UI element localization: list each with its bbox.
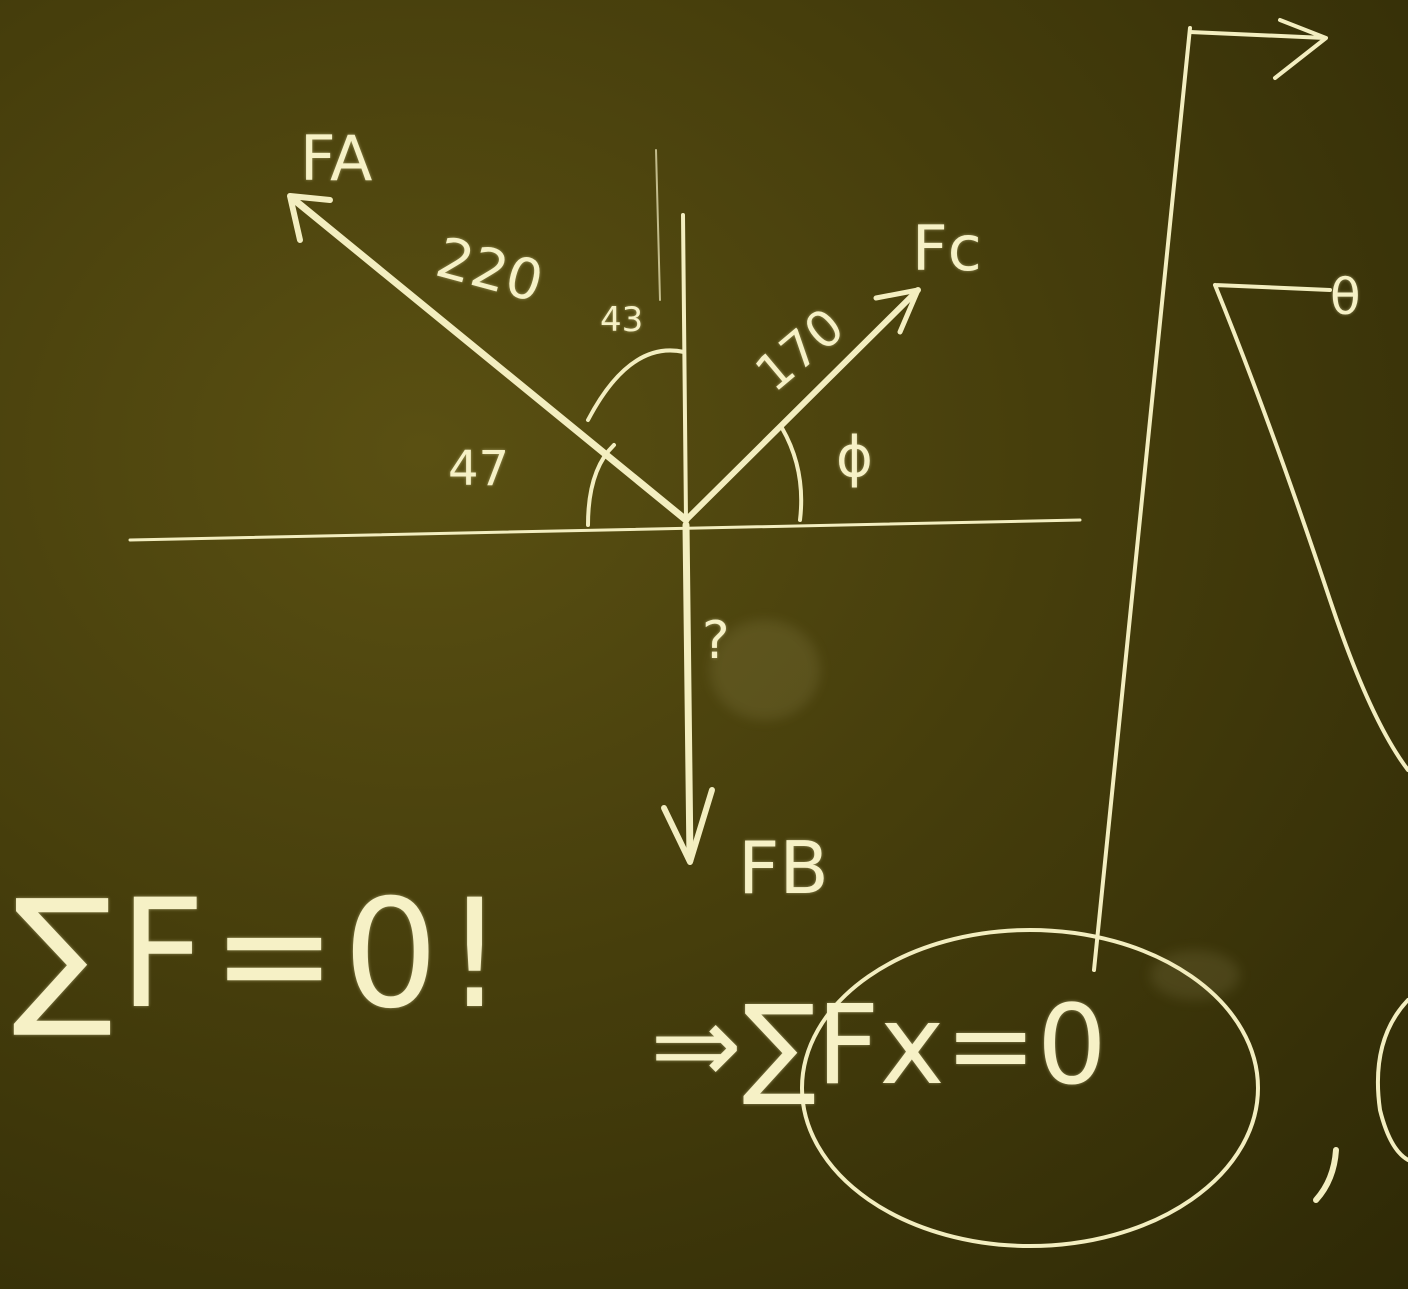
theta-label: θ [1330, 268, 1361, 326]
angle-arc-top [586, 348, 686, 422]
comma-mark [1313, 1147, 1339, 1203]
angle-arc-right [780, 426, 804, 522]
partial-circle-right [1376, 998, 1408, 1162]
right-curve [1213, 283, 1408, 772]
force-a-label: FA [300, 122, 373, 195]
horizontal-axis [128, 518, 1082, 542]
vertical-reference-line [655, 149, 661, 301]
vertical-axis [681, 213, 688, 522]
equation-x: ⇒∑Fx=0 [650, 981, 1107, 1109]
force-c-arrow [683, 287, 921, 523]
tall-line [1092, 26, 1192, 972]
equation-main: ∑F=0! [12, 868, 511, 1042]
top-arrow [1188, 30, 1327, 40]
chalk-smudge [1150, 950, 1240, 1000]
angle-left-label: 47 [448, 441, 510, 497]
force-c-label: Fc [912, 212, 982, 285]
unknown-b-label: ? [702, 611, 730, 671]
force-a-arrow [288, 194, 690, 524]
angle-top-label: 43 [600, 300, 644, 340]
chalk-smudge [710, 620, 820, 720]
force-b-arrow [682, 521, 694, 864]
top-arrowhead [1273, 18, 1328, 80]
force-a-arrowhead [287, 193, 333, 243]
angle-right-label: ϕ [836, 425, 873, 490]
force-b-arrowhead [661, 787, 715, 865]
angle-arc-left [586, 443, 616, 527]
highlight-circle [800, 928, 1260, 1248]
force-c-arrowhead [873, 287, 921, 335]
force-b-label: FB [738, 826, 829, 910]
